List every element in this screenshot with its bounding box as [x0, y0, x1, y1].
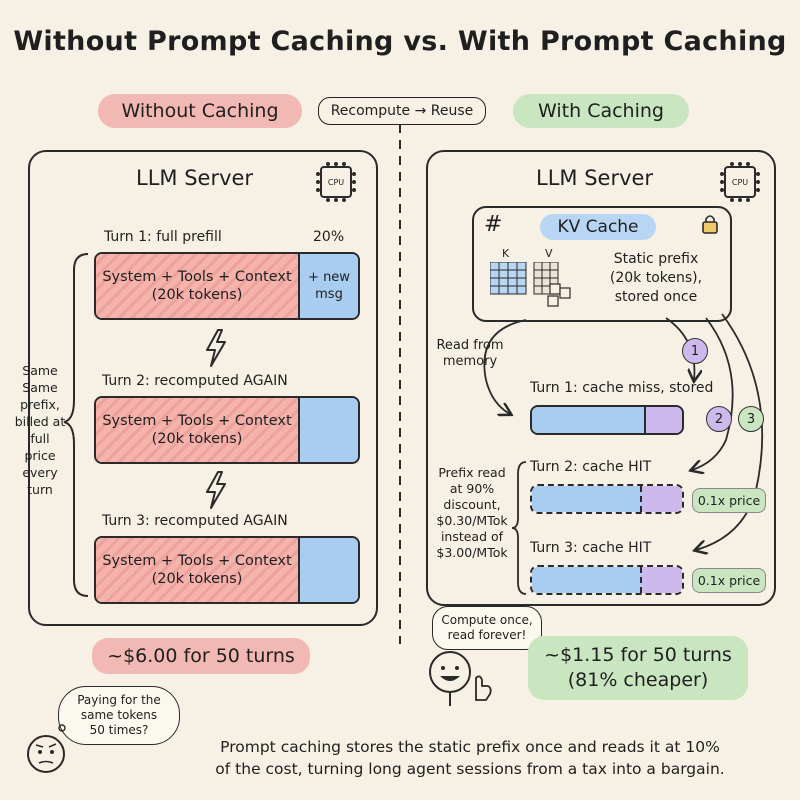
right-server-panel [426, 150, 776, 606]
lock-icon [702, 215, 718, 234]
right-turn1-label: Turn 1: cache miss, stored [530, 380, 714, 396]
footer-summary: Prompt caching stores the static prefix … [215, 738, 725, 778]
prefix-segment: System + Tools + Context (20k tokens) [96, 254, 298, 318]
center-divider [399, 124, 401, 644]
confused-face-icon [27, 724, 66, 773]
left-turn1-bar: System + Tools + Context (20k tokens) + … [94, 252, 360, 320]
v-label: V [545, 247, 553, 260]
price-tag: 0.1x price [692, 568, 766, 593]
new-msg-segment [298, 538, 358, 602]
discount-bracket [511, 461, 527, 595]
cached-prefix-segment [532, 567, 642, 593]
step-2-badge: 2 [706, 406, 732, 432]
hash-icon: # [484, 212, 503, 237]
right-turn3-bar [530, 565, 684, 595]
new-msg-segment: + new msg [298, 254, 358, 318]
page-title: Without Prompt Caching vs. With Prompt C… [13, 26, 787, 57]
right-cost-label: ~$1.15 for 50 turns (81% cheaper) [528, 636, 748, 700]
cached-prefix-segment [532, 486, 642, 512]
left-server-title: LLM Server [136, 166, 254, 190]
recompute-reuse-pill: Recompute → Reuse [318, 97, 486, 125]
happy-face-icon [429, 651, 492, 706]
new-msg-segment [642, 567, 682, 593]
without-caching-pill: Without Caching [98, 94, 302, 128]
kv-matrix-icon [490, 262, 571, 307]
lightning-icon [206, 329, 226, 367]
with-caching-pill: With Caching [513, 94, 689, 128]
k-label: K [502, 247, 510, 260]
new-msg-segment [642, 486, 682, 512]
cpu-icon: CPU [720, 162, 760, 202]
left-turn2-bar: System + Tools + Context (20k tokens) [94, 396, 360, 464]
new-msg-segment [644, 407, 682, 433]
left-cost-label: ~$6.00 for 50 turns [92, 638, 310, 674]
lightning-icon [206, 471, 226, 509]
right-server-title: LLM Server [536, 166, 654, 190]
same-prefix-note: Same Same prefix, billed at full price e… [14, 363, 66, 497]
left-server-panel [28, 150, 378, 626]
right-turn3-label: Turn 3: cache HIT [530, 540, 652, 556]
left-turn2-label: Turn 2: recomputed AGAIN [102, 373, 288, 389]
price-tag: 0.1x price [692, 488, 766, 513]
left-bracket [63, 253, 89, 597]
right-turn2-label: Turn 2: cache HIT [530, 459, 652, 475]
prefix-segment: System + Tools + Context (20k tokens) [96, 398, 298, 462]
left-turn3-label: Turn 3: recomputed AGAIN [102, 513, 288, 529]
left-turn3-bar: System + Tools + Context (20k tokens) [94, 536, 360, 604]
step-3-badge: 3 [738, 406, 764, 432]
prefix-segment [532, 407, 644, 433]
right-turn1-bar [530, 405, 684, 435]
step-1-badge: 1 [682, 338, 708, 364]
kv-cache-title: KV Cache [540, 214, 656, 240]
right-turn2-bar [530, 484, 684, 514]
left-turn1-label: Turn 1: full prefill [104, 229, 222, 245]
kv-description: Static prefix (20k tokens), stored once [609, 251, 703, 305]
new-msg-segment [298, 398, 358, 462]
cpu-icon: CPU [316, 162, 356, 202]
thought-bubble: Paying for the same tokens 50 times? [58, 686, 180, 745]
prefix-segment: System + Tools + Context (20k tokens) [96, 538, 298, 602]
left-turn1-percent: 20% [313, 229, 345, 245]
discount-note: Prefix read at 90% discount, $0.30/MTok … [436, 465, 508, 560]
speech-bubble: Compute once, read forever! [432, 606, 542, 650]
